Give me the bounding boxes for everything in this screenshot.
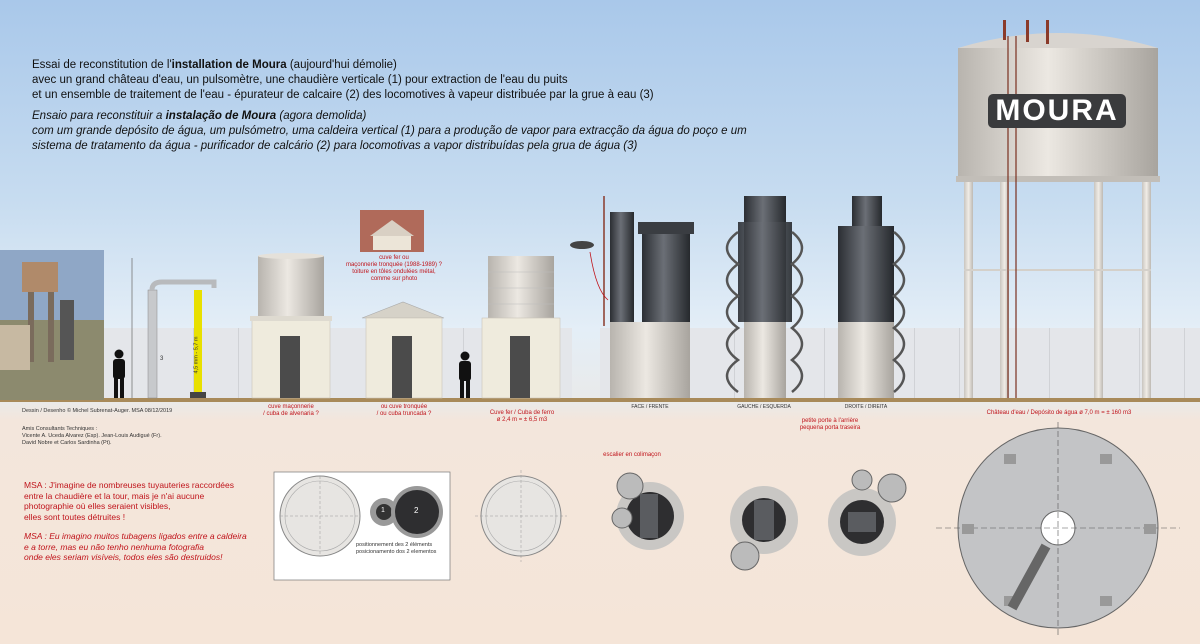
machine-left-view <box>725 196 804 398</box>
crane-height: 4,5 mm - 5,7 m <box>193 336 200 374</box>
machine-face-view <box>603 196 694 398</box>
tank-masonry <box>250 253 332 399</box>
intro-fr-1a: Essai de reconstitution de l' <box>32 59 172 71</box>
plan-water-tower <box>936 422 1180 636</box>
msa-pt-line: e a torre, mas eu não tenho nenhuma foto… <box>24 541 205 552</box>
plan-machine-left <box>730 486 798 571</box>
label-staircase: escalier en colimaçon <box>603 452 661 458</box>
label-back-door: petite porte à l'arrière pequena porta t… <box>770 418 890 432</box>
msa-note-fr: MSA : J'imagine de nombreuses tuyauterie… <box>24 480 234 522</box>
inset-caption-line: comme sur photo <box>370 276 418 282</box>
label-line: posicionamento dos 2 elementos <box>356 549 437 555</box>
intro-text: Essai de reconstitution de l'installatio… <box>32 58 747 154</box>
label-line: cuve maçonnerie <box>268 404 314 410</box>
label-line: / ou cuba truncada ? <box>376 411 432 417</box>
intro-pt-1a: Ensaio para reconstituir a <box>32 110 166 122</box>
inset-caption: cuve fer ou maçonnerie tronquée (1988-19… <box>338 255 450 283</box>
person-silhouette-1 <box>113 349 125 398</box>
credit-names-2: David Nobre et Carlos Sardinha (Pt). <box>22 440 112 446</box>
plan-machine-face <box>611 472 684 550</box>
machine-right-view <box>838 196 906 398</box>
label-line: ou cuve tronquée <box>380 404 428 410</box>
label-tank-iron: Cuve fer / Cuba de ferro ø 2,4 m = ± 6,5… <box>470 410 574 424</box>
ground-line <box>0 398 1200 402</box>
credit-drawing: Dessin / Desenho © Michel Subrenat-Auger… <box>22 408 173 414</box>
msa-fr-line: photographie où elles seraient visibles, <box>24 501 171 511</box>
label-view-face: FACE / FRENTE <box>631 404 669 410</box>
msa-fr-line: MSA : J'imagine de nombreuses tuyauterie… <box>24 480 234 490</box>
detail-icon <box>570 241 594 249</box>
intro-fr-3: et un ensemble de traitement de l'eau - … <box>32 89 654 101</box>
tank-iron <box>481 256 561 399</box>
plan-machine-right <box>828 469 907 556</box>
label-tank-masonry: cuve maçonnerie / cuba de alvenaria ? <box>244 404 338 418</box>
msa-pt-line: onde eles seriam visíveis, todos eles sã… <box>24 552 223 562</box>
inset-photo <box>360 210 424 252</box>
intro-pt-2: com um grande depósito de água, um pulsó… <box>32 125 747 137</box>
label-water-tower: Château d'eau / Depósito de água ø 7,0 m… <box>986 410 1132 416</box>
label-line: ø 2,4 m = ± 6,5 m3 <box>496 417 548 423</box>
credit-block: Amis Consultants Techniques : Vicente A.… <box>22 426 162 447</box>
label-tank-truncated: ou cuve tronquée / ou cuba truncada ? <box>356 404 452 418</box>
label-line: petite porte à l'arrière <box>801 418 859 424</box>
label-positioning: positionnement des 2 éléments posicionam… <box>356 542 446 556</box>
label-line: positionnement des 2 éléments <box>356 542 433 548</box>
msa-note-pt: MSA : Eu imagino muitos tubagens ligados… <box>24 531 247 563</box>
msa-pt-line: MSA : Eu imagino muitos tubagens ligados… <box>24 531 247 541</box>
intro-fr-1b: installation de Moura <box>171 59 287 71</box>
label-view-right: DROITE / DIREITA <box>844 404 888 410</box>
intro-pt-1c: (agora demolida) <box>276 110 367 122</box>
circle-label-2: 2 <box>414 506 419 515</box>
circle-label-1: 1 <box>381 507 385 514</box>
credit-names-1: Vicente A. Uceda Alvarez (Esp). Jean-Lou… <box>22 433 162 439</box>
intro-pt-3: sistema de tratamento da água - purifica… <box>32 140 638 152</box>
tank-truncated <box>361 301 445 399</box>
label-line: pequena porta traseira <box>799 425 861 431</box>
crane-marker: 3 <box>160 356 164 362</box>
msa-fr-line: elles sont toutes détruites ! <box>24 511 126 522</box>
inset-caption-line: maçonnerie tronquée (1988-1989) ? <box>345 262 443 268</box>
credit-consultants: Amis Consultants Techniques : <box>22 426 98 432</box>
site-photo <box>0 250 104 400</box>
water-tower <box>956 20 1160 398</box>
person-silhouette-2 <box>459 351 471 398</box>
intro-fr-2: avec un grand château d'eau, un pulsomèt… <box>32 74 568 86</box>
pointer-arrow <box>589 251 609 301</box>
tower-sign: MOURA <box>995 94 1119 127</box>
plan-iron-tank <box>475 470 567 562</box>
inset-caption-line: toiture en tôles ondulées métal, <box>352 269 436 275</box>
plan-tank-panel <box>273 471 451 581</box>
msa-fr-line: entre la chaudière et la tour, mais je n… <box>24 490 205 501</box>
intro-pt-1b: instalação de Moura <box>165 110 277 122</box>
water-crane <box>131 258 217 399</box>
intro-fr-1c: (aujourd'hui démolie) <box>286 59 397 71</box>
label-line: Cuve fer / Cuba de ferro <box>489 410 555 416</box>
label-line: / cuba de alvenaria ? <box>263 411 319 417</box>
inset-caption-line: cuve fer ou <box>379 255 409 261</box>
label-view-left: GAUCHE / ESQUERDA <box>737 404 791 410</box>
